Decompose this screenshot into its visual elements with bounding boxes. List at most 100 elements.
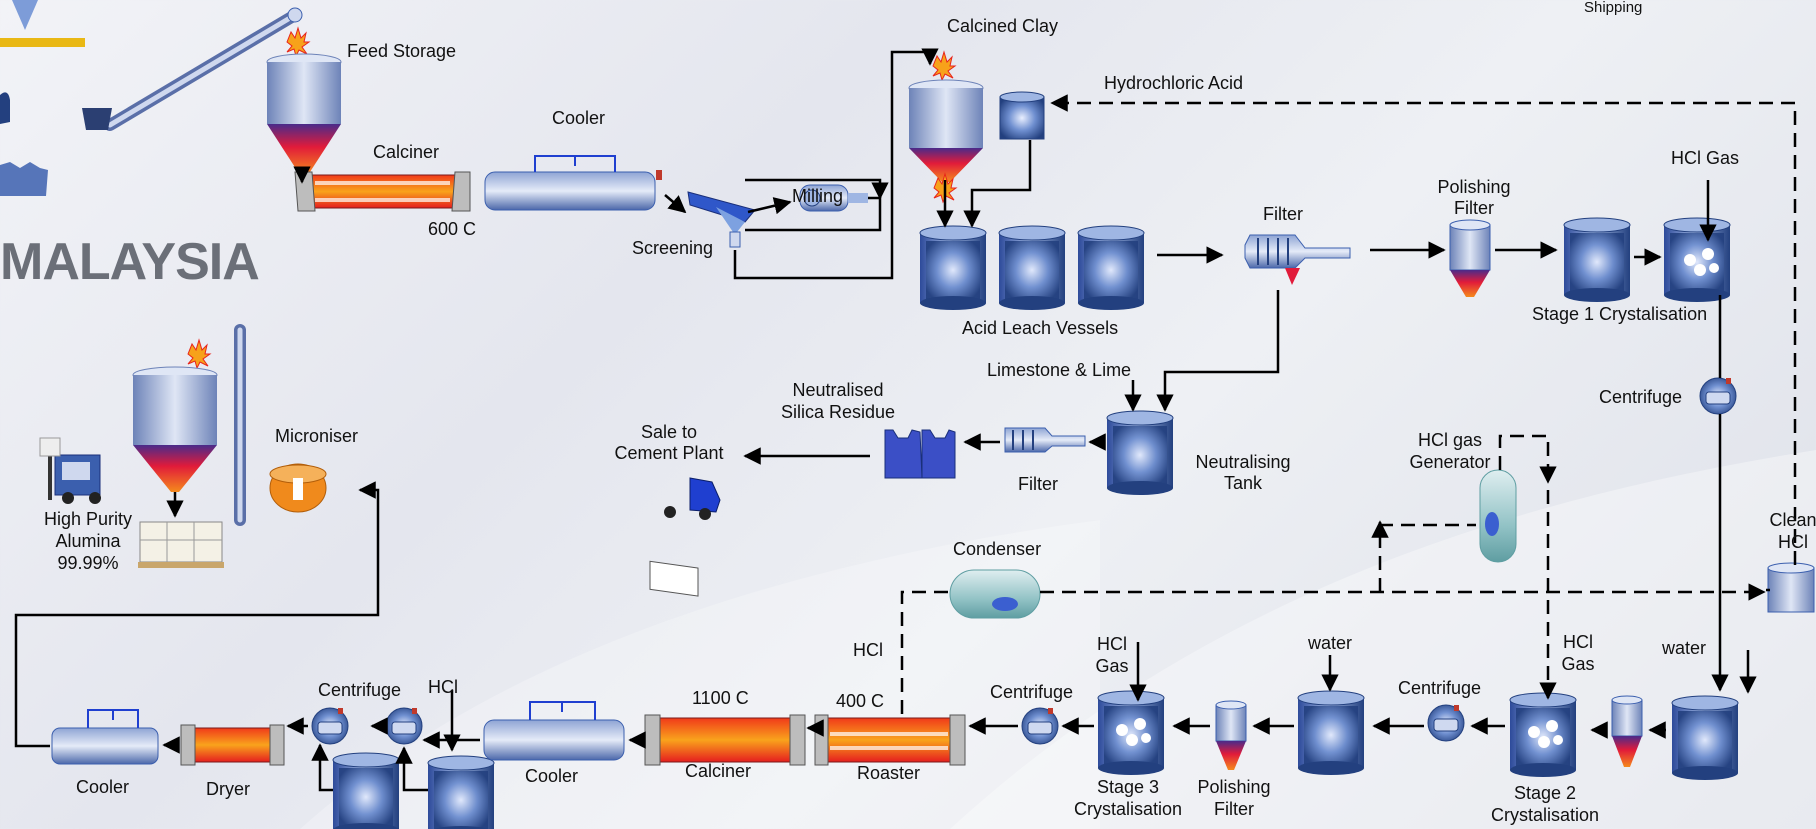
roaster-unit	[814, 714, 966, 766]
cooler-b1-label: Cooler	[76, 777, 130, 797]
filter-top-unit	[1244, 234, 1351, 285]
roaster-label: Roaster	[857, 763, 921, 783]
neutralising-label-1: Neutralising	[1195, 452, 1291, 472]
acid-leach-vessel-3	[1077, 225, 1145, 311]
polishing-filter-bottom	[1215, 700, 1247, 770]
logo-triangle-icon	[12, 0, 38, 30]
hcl-gas-s3-label-1: HCl	[1097, 634, 1127, 654]
cooler-top-label: Cooler	[552, 108, 606, 128]
stage2-label-1: Stage 2	[1513, 783, 1577, 803]
truck-icon	[649, 477, 721, 597]
cooler-bottom-1	[51, 709, 159, 765]
clean-hcl-tank	[1767, 562, 1815, 613]
clean-hcl-label-2: HCl	[1778, 532, 1808, 552]
cooler-top	[484, 155, 662, 211]
stage2-label-2: Crystalisation	[1490, 805, 1600, 825]
hpa-label-2: Alumina	[55, 531, 121, 551]
hcl-gas-s3-label-2: Gas	[1095, 656, 1129, 676]
polishing-b-label-2: Filter	[1214, 799, 1254, 819]
acid-leach-vessel-2	[998, 225, 1066, 311]
hpa-label-1: High Purity	[43, 509, 133, 529]
flow-lines	[14, 48, 1770, 792]
clean-hcl-label-1: Clean	[1769, 510, 1816, 530]
centrifuge-b1-label: Centrifuge	[318, 680, 402, 700]
stage3-vessel	[1097, 690, 1165, 776]
temp-400-label: 400 C	[836, 691, 885, 711]
calciner-top	[294, 171, 471, 212]
centrifuge-b1	[311, 707, 349, 745]
water-tank-b2	[1671, 695, 1739, 781]
filter-top-label: Filter	[1263, 204, 1303, 224]
shipping-label: Shipping	[1584, 0, 1643, 16]
acid-leach-vessel-1	[919, 225, 987, 311]
temp-600-label: 600 C	[428, 219, 477, 239]
sale-label-1: Sale to	[640, 422, 698, 442]
centrifuge-b2	[1021, 707, 1059, 745]
calciner-top-label: Calciner	[373, 142, 440, 162]
screening-unit	[687, 191, 756, 248]
polishing-filter-b2	[1611, 695, 1643, 767]
water-2-label: water	[1662, 638, 1707, 658]
hcl-gen-label-1: HCl gas	[1417, 430, 1483, 450]
dryer-label: Dryer	[206, 779, 250, 799]
hydrochloric-acid-label: Hydrochloric Acid	[1104, 73, 1244, 93]
stage1-vessel-a	[1563, 217, 1631, 303]
tank-b1	[332, 752, 400, 829]
water-tank-b1	[1297, 690, 1365, 776]
feed-storage-silo	[266, 53, 342, 175]
alumina-pallet	[138, 521, 224, 568]
hcl-mid-label: HCl	[853, 640, 883, 660]
country-title: MALAYSIA	[0, 233, 260, 291]
hcl-gas-s2-label-1: HCl	[1563, 632, 1593, 652]
calcined-clay-label: Calcined Clay	[947, 16, 1059, 36]
filter-mid-unit	[1004, 427, 1086, 453]
hcl-feed-tank	[999, 91, 1045, 140]
stage3-label-2: Crystalisation	[1073, 799, 1183, 819]
polishing-b-label-1: Polishing	[1197, 777, 1271, 797]
gas-lines	[900, 94, 1797, 715]
feed-storage-label: Feed Storage	[347, 41, 457, 61]
centrifuge-b1b	[385, 707, 423, 745]
neutralised-label-1: Neutralised	[792, 380, 884, 400]
calciner-bottom-label: Calciner	[685, 761, 752, 781]
hcl-gas-top-label: HCl Gas	[1671, 148, 1740, 168]
limestone-lime-label: Limestone & Lime	[987, 360, 1132, 380]
condenser-unit	[949, 569, 1041, 619]
stage1-vessel-b	[1663, 217, 1731, 303]
milling-label: Milling	[792, 186, 844, 206]
tank-b2	[427, 755, 495, 829]
stage1-label: Stage 1 Crystalisation	[1532, 304, 1708, 324]
acid-leach-vessels-label: Acid Leach Vessels	[962, 318, 1119, 338]
neutralising-label-2: Tank	[1223, 473, 1263, 493]
hcl-gen-label-2: Generator	[1409, 452, 1491, 472]
centrifuge-b3-label: Centrifuge	[1398, 678, 1482, 698]
hcl-gas-s2-label-2: Gas	[1561, 654, 1595, 674]
screening-label: Screening	[632, 238, 714, 258]
logo-bar	[0, 38, 85, 47]
centrifuge-b3	[1427, 704, 1465, 742]
dryer-unit	[180, 724, 285, 766]
sale-label-2: Cement Plant	[614, 443, 724, 463]
centrifuge-b2-label: Centrifuge	[990, 682, 1074, 702]
forklift-icon	[39, 437, 101, 504]
centrifuge-right-label: Centrifuge	[1599, 387, 1683, 407]
silica-residue-bags	[884, 429, 956, 479]
microniser-label: Microniser	[275, 426, 359, 446]
centrifuge-right	[1699, 377, 1737, 415]
polishing-filter-top	[1449, 219, 1491, 297]
hpa-silo	[132, 366, 218, 492]
water-1-label: water	[1308, 633, 1353, 653]
polishing-filter-top-label-1: Polishing	[1437, 177, 1511, 197]
hpa-label-3: 99.99%	[57, 553, 119, 573]
mill	[799, 184, 868, 212]
neutralising-tank	[1106, 410, 1174, 496]
stage2-vessel	[1509, 692, 1577, 778]
temp-1100-label: 1100 C	[692, 688, 749, 708]
hcl-gas-generator	[1479, 469, 1517, 563]
condenser-label: Condenser	[953, 539, 1042, 559]
cooler-b2-label: Cooler	[525, 766, 579, 786]
side-watermark	[0, 200, 26, 820]
stage3-label-1: Stage 3	[1096, 777, 1160, 797]
